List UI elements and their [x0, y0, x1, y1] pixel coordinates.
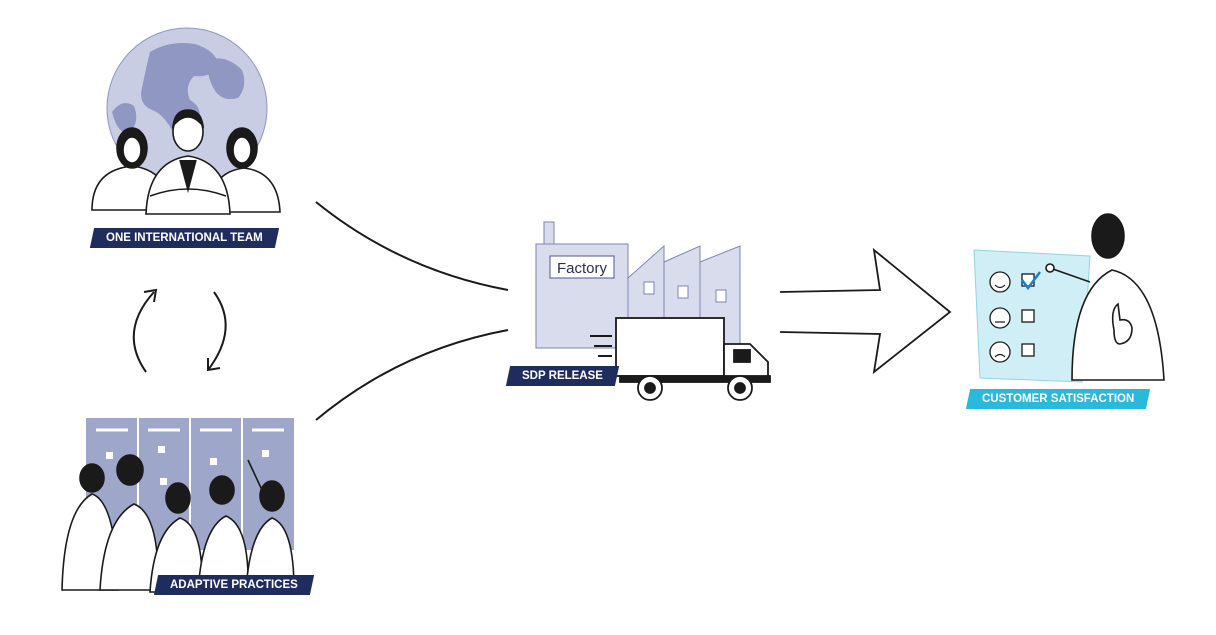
- converging-lines: [315, 201, 509, 421]
- customer-satisfaction-label: CUSTOMER SATISFACTION: [965, 389, 1151, 409]
- factory-sign: Factory: [557, 260, 608, 277]
- practice-people-icon: [61, 454, 295, 593]
- cycle-arrows-icon: [132, 288, 227, 373]
- sdp-release-label: SDP RELEASE: [505, 366, 620, 386]
- adaptive-practices-label: ADAPTIVE PRACTICES: [153, 575, 314, 595]
- big-arrow-icon: [779, 247, 952, 375]
- team-people-icon: [91, 109, 281, 215]
- presenter-icon: [1045, 213, 1165, 381]
- truck-icon: [590, 317, 771, 401]
- one-international-team-label: ONE INTERNATIONAL TEAM: [89, 228, 279, 248]
- smiley-checklist-icon: [973, 249, 1091, 383]
